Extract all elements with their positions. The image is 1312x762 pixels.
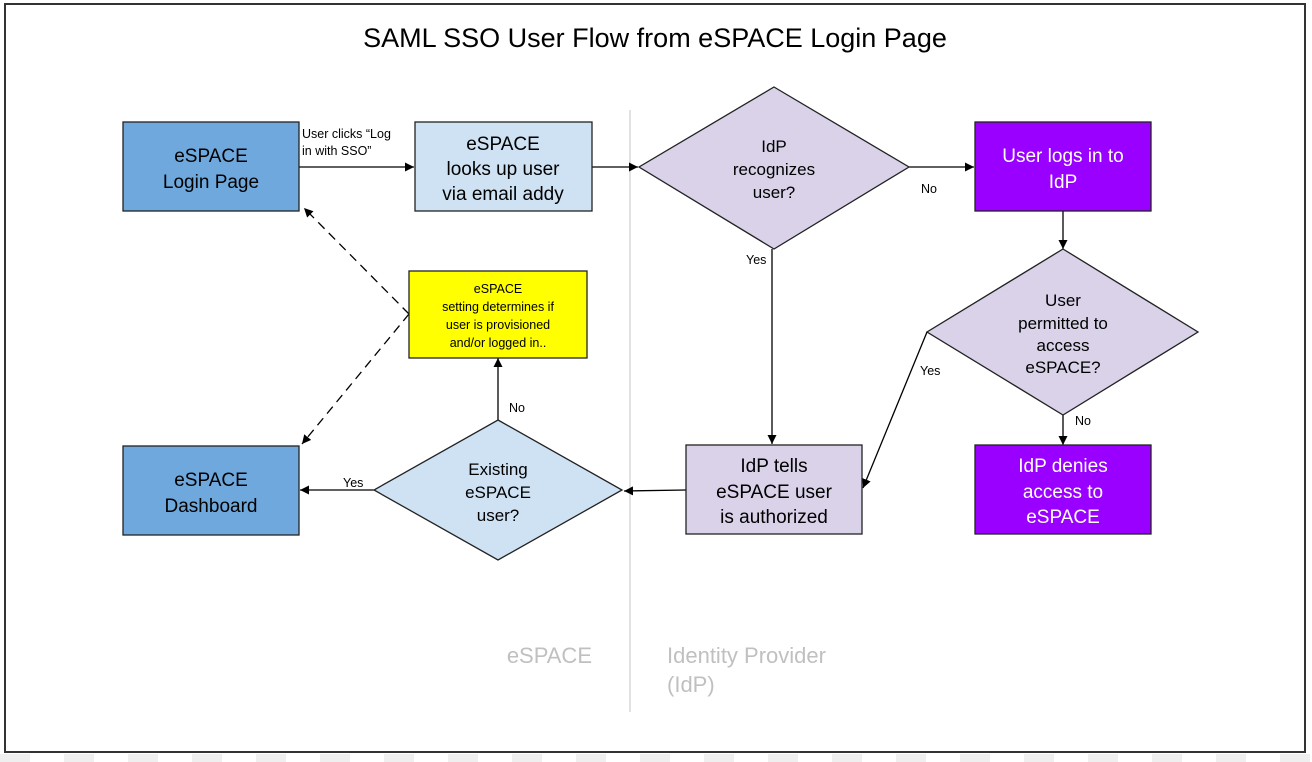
svg-text:IdP: IdP	[761, 137, 787, 156]
svg-text:access: access	[1037, 336, 1090, 355]
decision-existing-user: Existing eSPACE user?	[372, 419, 624, 561]
svg-text:eSPACE: eSPACE	[174, 470, 248, 491]
svg-text:user is provisioned: user is provisioned	[446, 318, 550, 332]
node-lookup-user: eSPACE looks up user via email addy	[414, 121, 593, 212]
svg-text:eSPACE: eSPACE	[474, 282, 522, 296]
note-espace-setting: eSPACE setting determines if user is pro…	[408, 270, 588, 359]
svg-text:permitted to: permitted to	[1018, 314, 1108, 333]
node-espace-dashboard: eSPACE Dashboard	[122, 445, 300, 536]
node-login-page: eSPACE Login Page	[122, 121, 300, 212]
svg-text:eSPACE: eSPACE	[174, 146, 248, 167]
lane-label-espace: eSPACE	[507, 643, 592, 668]
svg-text:eSPACE: eSPACE	[465, 483, 531, 502]
svg-text:Login Page: Login Page	[163, 172, 259, 193]
bottom-stripe	[0, 754, 1312, 762]
edge-label-clicks-1: User clicks “Log	[302, 127, 391, 141]
svg-text:IdP: IdP	[1049, 172, 1078, 193]
svg-text:eSPACE: eSPACE	[466, 134, 540, 155]
diagram-title: SAML SSO User Flow from eSPACE Login Pag…	[363, 23, 947, 53]
edge-label-clicks-2: in with SSO”	[302, 144, 371, 158]
svg-text:eSPACE user: eSPACE user	[716, 482, 832, 503]
lane-label-idp-line2: (IdP)	[667, 672, 715, 697]
svg-text:eSPACE: eSPACE	[1026, 507, 1100, 528]
svg-text:is authorized: is authorized	[720, 507, 828, 528]
edge-label-recognizes-yes: Yes	[746, 253, 766, 267]
svg-text:eSPACE?: eSPACE?	[1025, 358, 1100, 377]
svg-text:user?: user?	[477, 506, 520, 525]
svg-text:recognizes: recognizes	[733, 160, 815, 179]
edge-label-existing-yes: Yes	[343, 476, 363, 490]
svg-text:User logs in to: User logs in to	[1002, 146, 1123, 167]
svg-text:IdP denies: IdP denies	[1018, 456, 1107, 477]
edge-tells-to-existing	[623, 486, 687, 496]
edge-setting-to-dashboard-dashed	[301, 313, 410, 445]
edge-label-existing-no: No	[509, 401, 525, 415]
svg-text:looks up user: looks up user	[446, 159, 560, 180]
edge-setting-to-login-dashed	[303, 207, 410, 315]
svg-text:user?: user?	[753, 183, 796, 202]
edge-label-permitted-yes: Yes	[920, 364, 940, 378]
node-idp-tells-authorized: IdP tells eSPACE user is authorized	[685, 444, 863, 535]
svg-text:and/or logged in..: and/or logged in..	[450, 336, 547, 350]
svg-text:access to: access to	[1023, 482, 1103, 503]
svg-text:IdP tells: IdP tells	[740, 456, 807, 477]
svg-text:setting determines if: setting determines if	[442, 300, 554, 314]
svg-text:User: User	[1045, 291, 1081, 310]
decision-user-permitted: User permitted to access eSPACE?	[925, 248, 1200, 416]
decision-idp-recognizes: IdP recognizes user?	[637, 86, 911, 250]
svg-text:via email addy: via email addy	[442, 184, 564, 205]
edge-label-permitted-no: No	[1075, 414, 1091, 428]
lane-label-idp-line1: Identity Provider	[667, 643, 826, 668]
edge-permitted-yes	[862, 331, 928, 489]
svg-text:Dashboard: Dashboard	[165, 496, 258, 517]
node-idp-denies: IdP denies access to eSPACE	[974, 444, 1152, 535]
node-user-logs-in: User logs in to IdP	[974, 121, 1152, 212]
svg-text:Existing: Existing	[468, 460, 528, 479]
edge-label-recognizes-no: No	[921, 182, 937, 196]
